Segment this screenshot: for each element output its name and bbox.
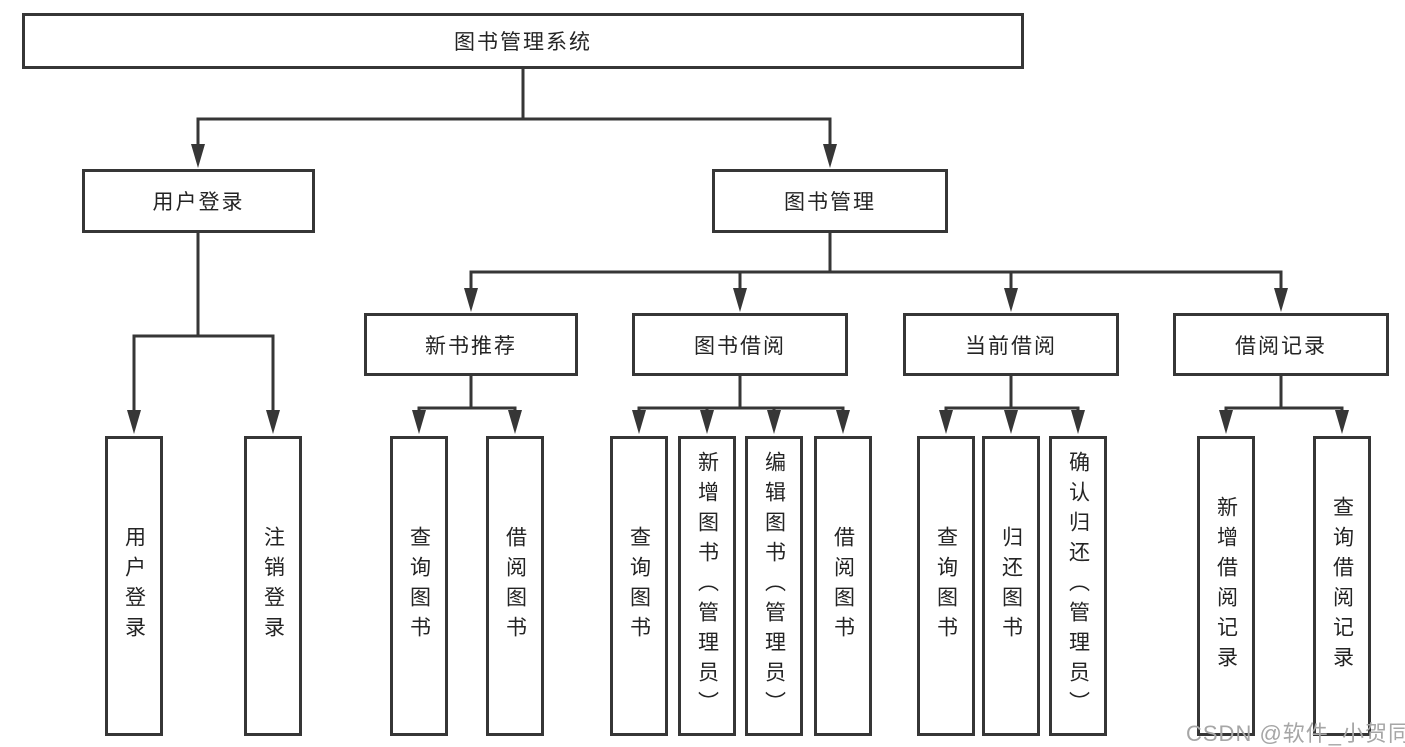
leaf-label: 借阅图书	[831, 526, 855, 646]
leaf-borrow-books: 借阅图书	[814, 436, 872, 736]
node-library-management-system: 图书管理系统	[22, 13, 1024, 69]
node-borrowing-records: 借阅记录	[1173, 313, 1389, 376]
leaf-label: 查询图书	[407, 526, 431, 646]
node-label: 图书借阅	[694, 334, 786, 358]
node-book-borrowing: 图书借阅	[632, 313, 848, 376]
node-label: 图书管理	[784, 191, 876, 214]
leaf-query-books-recommend: 查询图书	[390, 436, 448, 736]
leaf-label: 归还图书	[999, 526, 1023, 646]
leaf-query-books-borrow: 查询图书	[610, 436, 668, 736]
leaf-add-books-admin: 新增图书（管理员）	[678, 436, 736, 736]
leaf-label: 借阅图书	[503, 526, 527, 646]
node-label: 用户登录	[152, 191, 245, 214]
node-new-book-recommendation: 新书推荐	[364, 313, 578, 376]
node-label: 新书推荐	[425, 334, 517, 358]
csdn-watermark: CSDN @软件_小贺同学	[1186, 721, 1405, 746]
leaf-label: 查询借阅记录	[1330, 496, 1354, 676]
node-label: 当前借阅	[965, 334, 1057, 358]
arrowhead-icons	[127, 144, 1349, 434]
leaf-borrow-books-recommend: 借阅图书	[486, 436, 544, 736]
node-label: 图书管理系统	[454, 31, 592, 54]
leaf-query-borrow-record: 查询借阅记录	[1313, 436, 1371, 736]
leaf-label: 新增借阅记录	[1214, 496, 1238, 676]
leaf-label: 新增图书（管理员）	[695, 451, 719, 721]
leaf-label: 查询图书	[627, 526, 651, 646]
node-label: 借阅记录	[1235, 334, 1327, 358]
leaf-query-books-current: 查询图书	[917, 436, 975, 736]
leaf-confirm-return-admin: 确认归还（管理员）	[1049, 436, 1107, 736]
leaf-label: 注销登录	[261, 526, 285, 646]
leaf-label: 确认归还（管理员）	[1066, 451, 1090, 721]
leaf-label: 查询图书	[934, 526, 958, 646]
leaf-return-books: 归还图书	[982, 436, 1040, 736]
leaf-label: 编辑图书（管理员）	[762, 451, 786, 721]
leaf-add-borrow-record: 新增借阅记录	[1197, 436, 1255, 736]
node-book-management: 图书管理	[712, 169, 948, 233]
leaf-logout: 注销登录	[244, 436, 302, 736]
node-current-borrowing: 当前借阅	[903, 313, 1119, 376]
leaf-user-login: 用户登录	[105, 436, 163, 736]
node-user-login: 用户登录	[82, 169, 315, 233]
leaf-edit-books-admin: 编辑图书（管理员）	[745, 436, 803, 736]
leaf-label: 用户登录	[122, 526, 146, 646]
